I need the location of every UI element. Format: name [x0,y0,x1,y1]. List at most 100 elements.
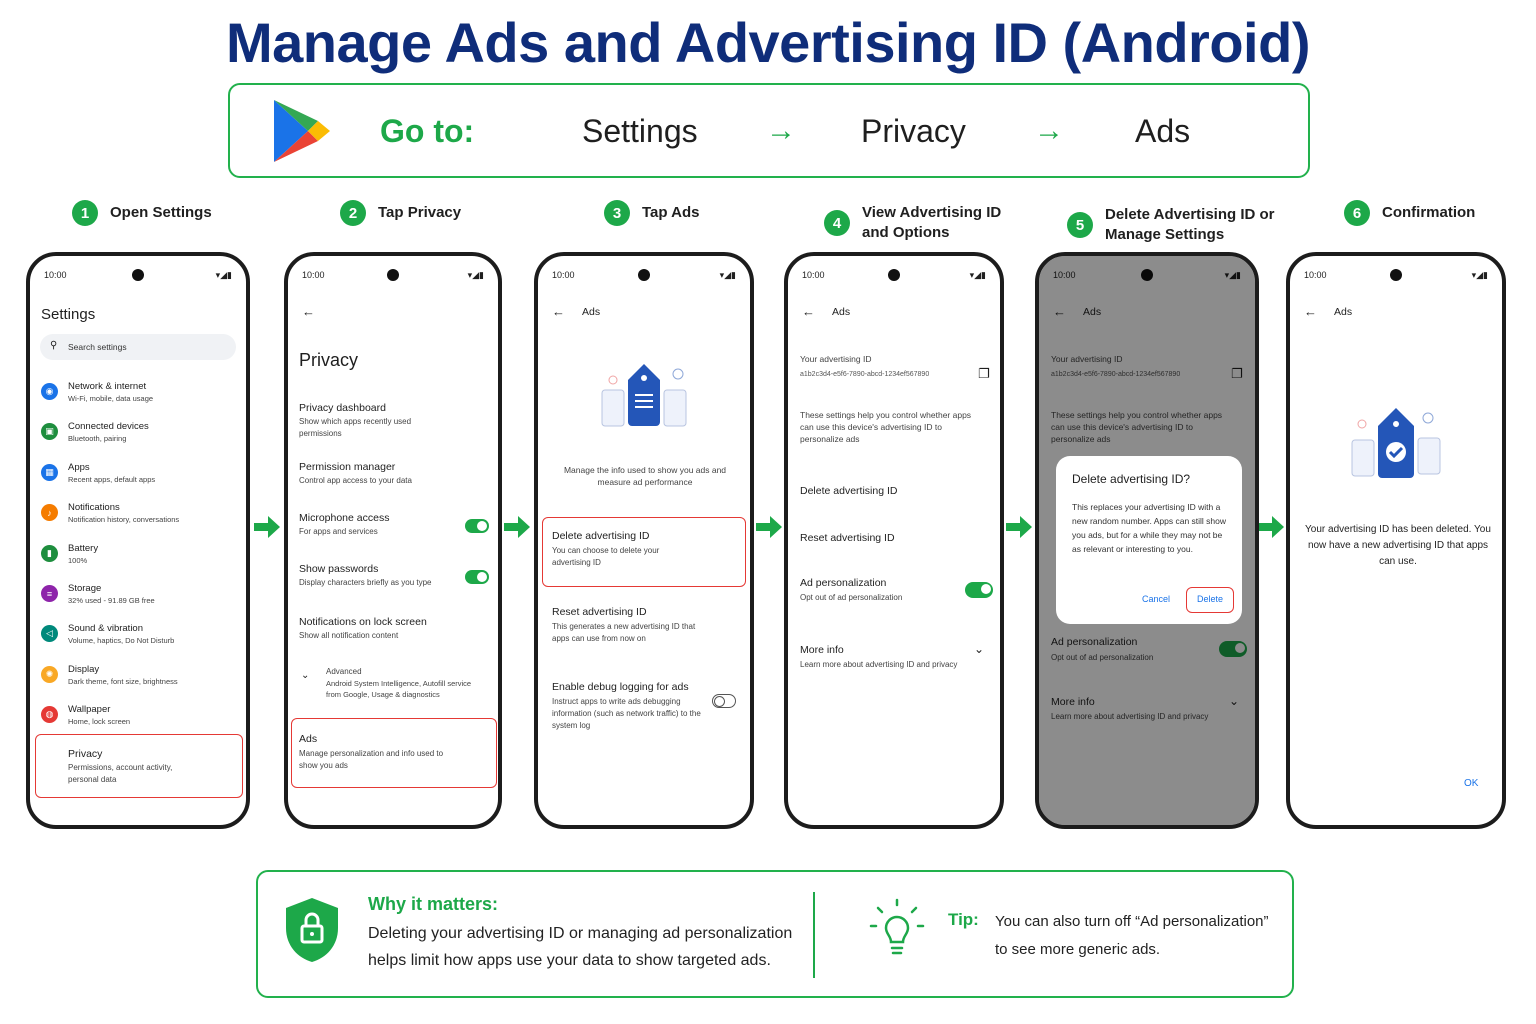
status-time: 10:00 [1304,270,1327,280]
settings-item-sub: 32% used - 91.89 GB free [68,596,155,605]
show-passwords[interactable]: Show passwords [299,563,379,575]
chevron-down-icon[interactable]: ⌄ [974,642,985,656]
camera-icon [1390,269,1402,281]
settings-item-title[interactable]: Display [68,663,100,675]
enable-debug-logging[interactable]: Enable debug logging for ads [552,681,689,693]
chevron-down-icon: ⌄ [1229,694,1240,708]
play-store-icon [274,100,330,162]
step-text: View Advertising ID and Options [862,204,1002,241]
delete-dialog: Delete advertising ID? This replaces you… [1056,456,1242,624]
status-time: 10:00 [302,270,325,280]
privacy-dashboard[interactable]: Privacy dashboard [299,402,386,414]
copy-icon[interactable]: ❐ [978,366,990,381]
debug-toggle[interactable] [712,694,736,708]
search-bar[interactable]: ⚲ Search settings [40,334,236,360]
bell-icon: ♪ [41,504,58,522]
settings-item-title[interactable]: Network & internet [68,381,147,392]
item-sub: Instruct apps to write ads debugging inf… [552,697,701,730]
advanced-title[interactable]: Advanced [326,667,362,676]
confirmation-message: Your advertising ID has been deleted. Yo… [1305,524,1491,567]
phone-privacy: 10:00 ▾◢▮ ← Privacy Privacy dashboard Sho… [284,252,502,829]
status-icons: ▾◢▮ [969,270,986,280]
privacy-icon: ▤ [45,754,54,764]
microphone-toggle[interactable] [465,519,489,533]
settings-item-sub: Bluetooth, pairing [68,434,127,444]
settings-item-title[interactable]: Connected devices [68,421,149,433]
reset-advertising-id[interactable]: Reset advertising ID [552,606,647,618]
microphone-access[interactable]: Microphone access [299,512,390,524]
passwords-toggle[interactable] [465,570,489,584]
step-3: 3 Tap Ads [604,200,700,226]
next-arrow-icon [254,516,280,538]
id-value: a1b2c3d4-e5f6-7890-abcd-1234ef567890 [800,371,930,378]
status-bar: 10:00▾◢▮ [44,270,232,281]
info-box: Why it matters: Deleting your advertisin… [256,870,1294,998]
step-6: 6 Confirmation [1344,200,1475,226]
screen-title: Ads [582,306,601,318]
settings-item-title[interactable]: Battery [68,542,99,554]
back-arrow-icon[interactable]: ← [1304,304,1317,319]
screen-title: Ads [1083,306,1102,318]
tip-body: You can also turn off “Ad personalizatio… [995,913,1269,958]
battery-icon: ▮ [41,544,58,562]
back-arrow-icon[interactable]: ← [552,304,565,319]
copy-icon: ❐ [1231,366,1243,381]
path-ads: Ads [1135,113,1191,149]
settings-item-title[interactable]: Notifications [68,502,120,514]
item-sub: Opt out of ad personalization [800,593,903,602]
personalization-toggle[interactable] [965,582,993,598]
ad-personalization[interactable]: Ad personalization [800,577,887,589]
settings-item-title[interactable]: Apps [68,461,90,473]
shield-lock-icon [286,898,338,962]
page-title: Manage Ads and Advertising ID (Android) [226,11,1310,74]
chevron-down-icon: ⌄ [301,670,310,681]
ok-button[interactable]: OK [1464,778,1479,789]
delete-advertising-id[interactable]: Delete advertising ID [800,485,898,497]
status-time: 10:00 [1053,270,1076,280]
settings-item-title[interactable]: Wallpaper [68,704,111,716]
lock-screen-notifications[interactable]: Notifications on lock screen [299,616,427,628]
settings-item-sub: Permissions, account activity, personal … [68,763,173,784]
privacy-item-ads[interactable]: Ads [299,733,318,745]
screen-title: Privacy [299,350,359,370]
settings-item-title[interactable]: Storage [68,583,102,594]
delete-advertising-id[interactable]: Delete advertising ID [552,530,650,542]
sound-icon: ◁ [41,625,58,643]
status-icons: ▾◢▮ [215,270,232,280]
settings-item-sub: 100% [68,555,88,565]
reset-advertising-id[interactable]: Reset advertising ID [800,532,895,544]
id-value: a1b2c3d4-e5f6-7890-abcd-1234ef567890 [1051,371,1181,378]
step-number: 4 [824,210,850,236]
back-arrow-icon[interactable]: ← [302,304,315,319]
wallpaper-icon: ◍ [41,706,58,724]
status-icons: ▾◢▮ [467,270,484,280]
item-sub: You can choose to delete your advertisin… [552,546,660,567]
permission-manager[interactable]: Permission manager [299,461,396,473]
back-arrow-icon[interactable]: ← [802,304,815,319]
highlight-delete [542,517,746,587]
status-time: 10:00 [802,270,825,280]
camera-icon [387,269,399,281]
lightbulb-icon [869,898,925,955]
delete-button[interactable]: Delete [1186,587,1234,613]
ads-description: These settings help you control whether … [1051,410,1223,444]
camera-icon [1141,269,1153,281]
ad-personalization: Ad personalization [1051,636,1138,648]
settings-item-title[interactable]: Sound & vibration [68,623,143,635]
id-label: Your advertising ID [1051,354,1123,364]
next-arrow-icon [1006,516,1032,538]
settings-item-privacy[interactable]: Privacy [68,748,103,760]
camera-icon [638,269,650,281]
camera-icon [888,269,900,281]
step-5: 5 Delete Advertising ID or Manage Settin… [1067,205,1275,245]
phone-confirmation: 10:00▾◢▮ ← Ads Your advertising ID has b… [1286,252,1506,829]
cancel-button[interactable]: Cancel [1142,594,1171,604]
step-2: 2 Tap Privacy [340,200,461,226]
advanced-sub: Android System Intelligence, Autofill se… [326,679,472,699]
item-sub: Display characters briefly as you type [299,578,432,587]
why-title: Why it matters: [368,894,499,914]
more-info[interactable]: More info [800,644,844,656]
item-sub: Opt out of ad personalization [1051,653,1154,662]
dialog-body: This replaces your advertising ID with a… [1072,502,1227,554]
